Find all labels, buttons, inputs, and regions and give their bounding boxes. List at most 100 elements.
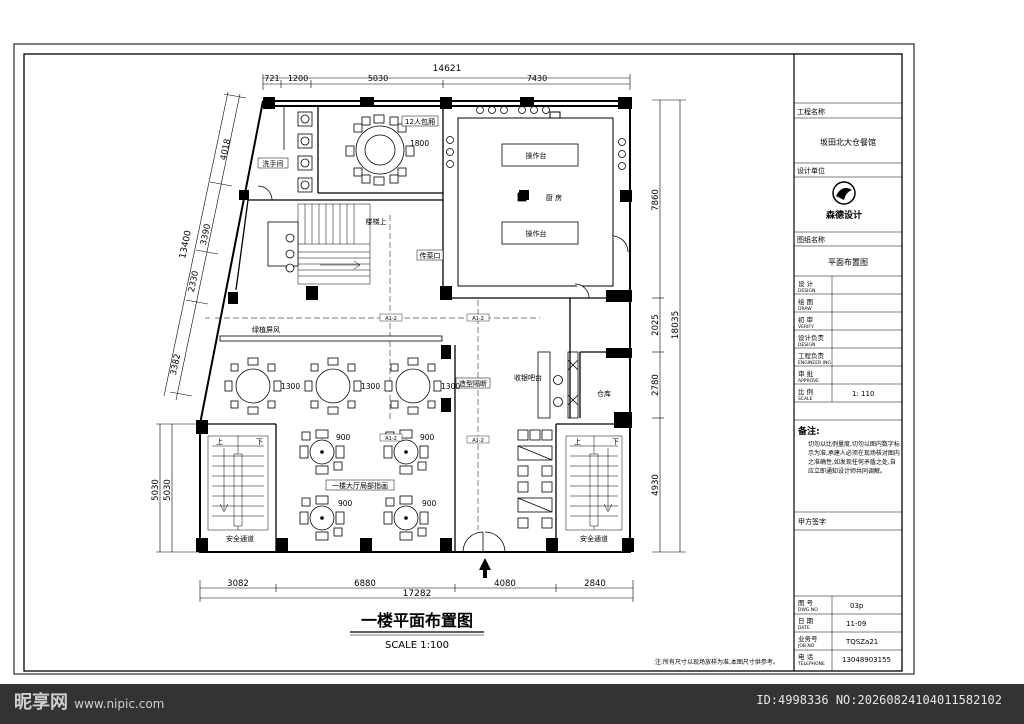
size-round-3: 1300 [441, 382, 460, 391]
dim-top-3: 5030 [368, 74, 388, 83]
tb-b1-en: DWG NO [798, 607, 818, 613]
label-storage: 仓库 [597, 389, 611, 398]
sheet-outer-border [13, 43, 915, 675]
tb-row-1-cn: 设 计 [798, 279, 814, 288]
sheet-inner-border [23, 53, 903, 672]
label-stair-up-left: 上 [216, 437, 223, 446]
dim-left-2: 3390 [199, 223, 213, 246]
tb-project: 坂田北大仓餐馆 [820, 137, 876, 147]
tb-row-1-en: DESIGN [798, 288, 815, 294]
dim-right-total: 18035 [671, 311, 681, 340]
tb-b4-cn: 电 话 [798, 652, 814, 661]
tb-remark-box: 切勿以比例量度,切勿以图内数字标示为准,承建人必须在现场核对图内之准确性,如发现… [808, 441, 900, 475]
axis-tags: A1-2 A1-2 A1-2 A1-2 [379, 313, 490, 444]
tb-row-2-cn: 绘 图 [798, 297, 813, 306]
tb-rows: 设 计 DESIGN 绘 图 DRAW 初 审 VERIFY 设计负责 DESI… [798, 279, 874, 402]
tb-row-6-cn: 审 批 [798, 369, 814, 378]
entrance-arrow-icon [479, 558, 491, 578]
dim-top-4: 7430 [527, 74, 547, 83]
dim-left-lower-2: 5030 [163, 479, 173, 501]
hall-round-tables [224, 357, 442, 415]
tb-b1-value: 03p [850, 602, 864, 610]
tb-b2-value: 11-09 [846, 620, 866, 628]
label-stair-down-left: 下 [256, 438, 263, 446]
kitchen-equipment [446, 106, 629, 299]
plan-note: 注:所有尺寸以现场放样为准,本图尺寸供参考。 [655, 658, 779, 666]
label-stair-up-right: 上 [574, 437, 581, 446]
tb-remark: 切勿以比例量度,切勿以图内数字标示为准,承建人必须在现场核对图内之准确性,如发现… [808, 441, 900, 475]
left-escape-stair [207, 435, 269, 531]
kitchen-zone [457, 117, 614, 287]
tb-row-5-cn: 工程负责 [798, 351, 825, 360]
tb-b3-cn: 业务号 [798, 634, 818, 643]
right-escape-stair [565, 435, 623, 531]
tb-row-3-en: VERIFY [798, 324, 814, 330]
size-four-3: 900 [338, 499, 353, 508]
left-dimension-chain [156, 91, 247, 553]
dim-top-total: 14621 [433, 64, 462, 74]
size-four-4: 900 [422, 499, 437, 508]
tb-b4-value: 13048903155 [842, 656, 891, 664]
washroom-fixtures [257, 106, 313, 201]
label-exit-left: 安全通道 [226, 534, 254, 543]
axis-tag-3: A1-2 [385, 436, 397, 442]
tb-remark-label: 备注: [797, 425, 820, 437]
tb-row-6-en: APPROVE [798, 378, 819, 384]
size-private: 1800 [410, 139, 429, 148]
floor-plan-drawing: 14621 721 1200 5030 7430 3082 6880 4080 … [13, 43, 915, 675]
axis-tag-1: A1-2 [385, 316, 397, 322]
dim-right-1: 7860 [651, 189, 661, 211]
size-round-2: 1300 [361, 382, 380, 391]
tb-drawing: 平面布置图 [828, 257, 868, 267]
sink-counter [267, 221, 299, 273]
tb-drawing-label: 图纸名称 [797, 235, 825, 244]
label-green-screen: 绿植屏风 [252, 325, 280, 334]
plan-title: 一楼平面布置图 [361, 611, 473, 630]
tb-row-5-en: ENGINEER ING [798, 360, 831, 366]
dim-bottom-4: 2840 [584, 579, 606, 589]
hall-table-markers [320, 450, 408, 520]
plan-scale: SCALE 1:100 [385, 640, 449, 651]
label-counter-1: 操作台 [526, 151, 547, 160]
tb-row-4-cn: 设计负责 [798, 333, 825, 342]
tb-b4-en: TELEPHONE [797, 661, 825, 667]
tb-row-7-value: 1: 110 [852, 390, 874, 398]
tb-b3-value: TQSZa21 [845, 638, 878, 646]
label-counter-2: 操作台 [526, 229, 547, 238]
label-stair-down-right: 下 [612, 438, 619, 446]
dim-left-4: 3382 [169, 353, 183, 376]
green-screen-planter [219, 335, 443, 342]
watermark-site-name: 昵享网 [14, 692, 68, 713]
tb-row-2-en: DRAW [798, 306, 812, 312]
booth-seating [517, 429, 553, 529]
label-stairs-up: 楼梯上 [366, 217, 387, 226]
axis-tag-4: A1-2 [472, 438, 484, 444]
size-four-2: 900 [420, 433, 435, 442]
bottom-dimension-chain [199, 580, 634, 602]
dim-left-3: 2330 [187, 270, 201, 293]
structural-columns [196, 97, 634, 552]
size-four-1: 900 [336, 433, 351, 442]
tb-company-name: 森德设计 [826, 209, 862, 221]
top-dimension-chain [262, 74, 631, 90]
label-exit-right: 安全通道 [580, 534, 608, 543]
dim-bottom-total: 17282 [403, 589, 432, 599]
dim-top-1: 721 [264, 74, 279, 83]
dim-top-2: 1200 [288, 74, 308, 83]
axis-tag-2: A1-2 [472, 316, 484, 322]
tb-row-7-en: SCALE [798, 396, 813, 402]
watermark-url: www.nipic.com [74, 697, 165, 711]
main-stair [297, 203, 371, 285]
label-kitchen: 厨 房 [546, 193, 562, 202]
dim-right-3: 2780 [651, 374, 661, 396]
company-logo-icon [832, 181, 856, 205]
tb-b2-en: DATE [798, 625, 810, 631]
tb-bottom-rows: 图 号 DWG NO 03p 日 期 DATE 11-09 业务号 JOB NO… [797, 599, 891, 667]
cashier-bar [537, 351, 579, 419]
entrance-doors [462, 531, 506, 553]
label-washroom: 洗手间 [263, 159, 284, 168]
title-block [793, 54, 902, 671]
tb-project-label: 工程名称 [797, 107, 825, 116]
tb-row-7-cn: 比 例 [798, 387, 813, 396]
private-room-table [345, 114, 415, 186]
